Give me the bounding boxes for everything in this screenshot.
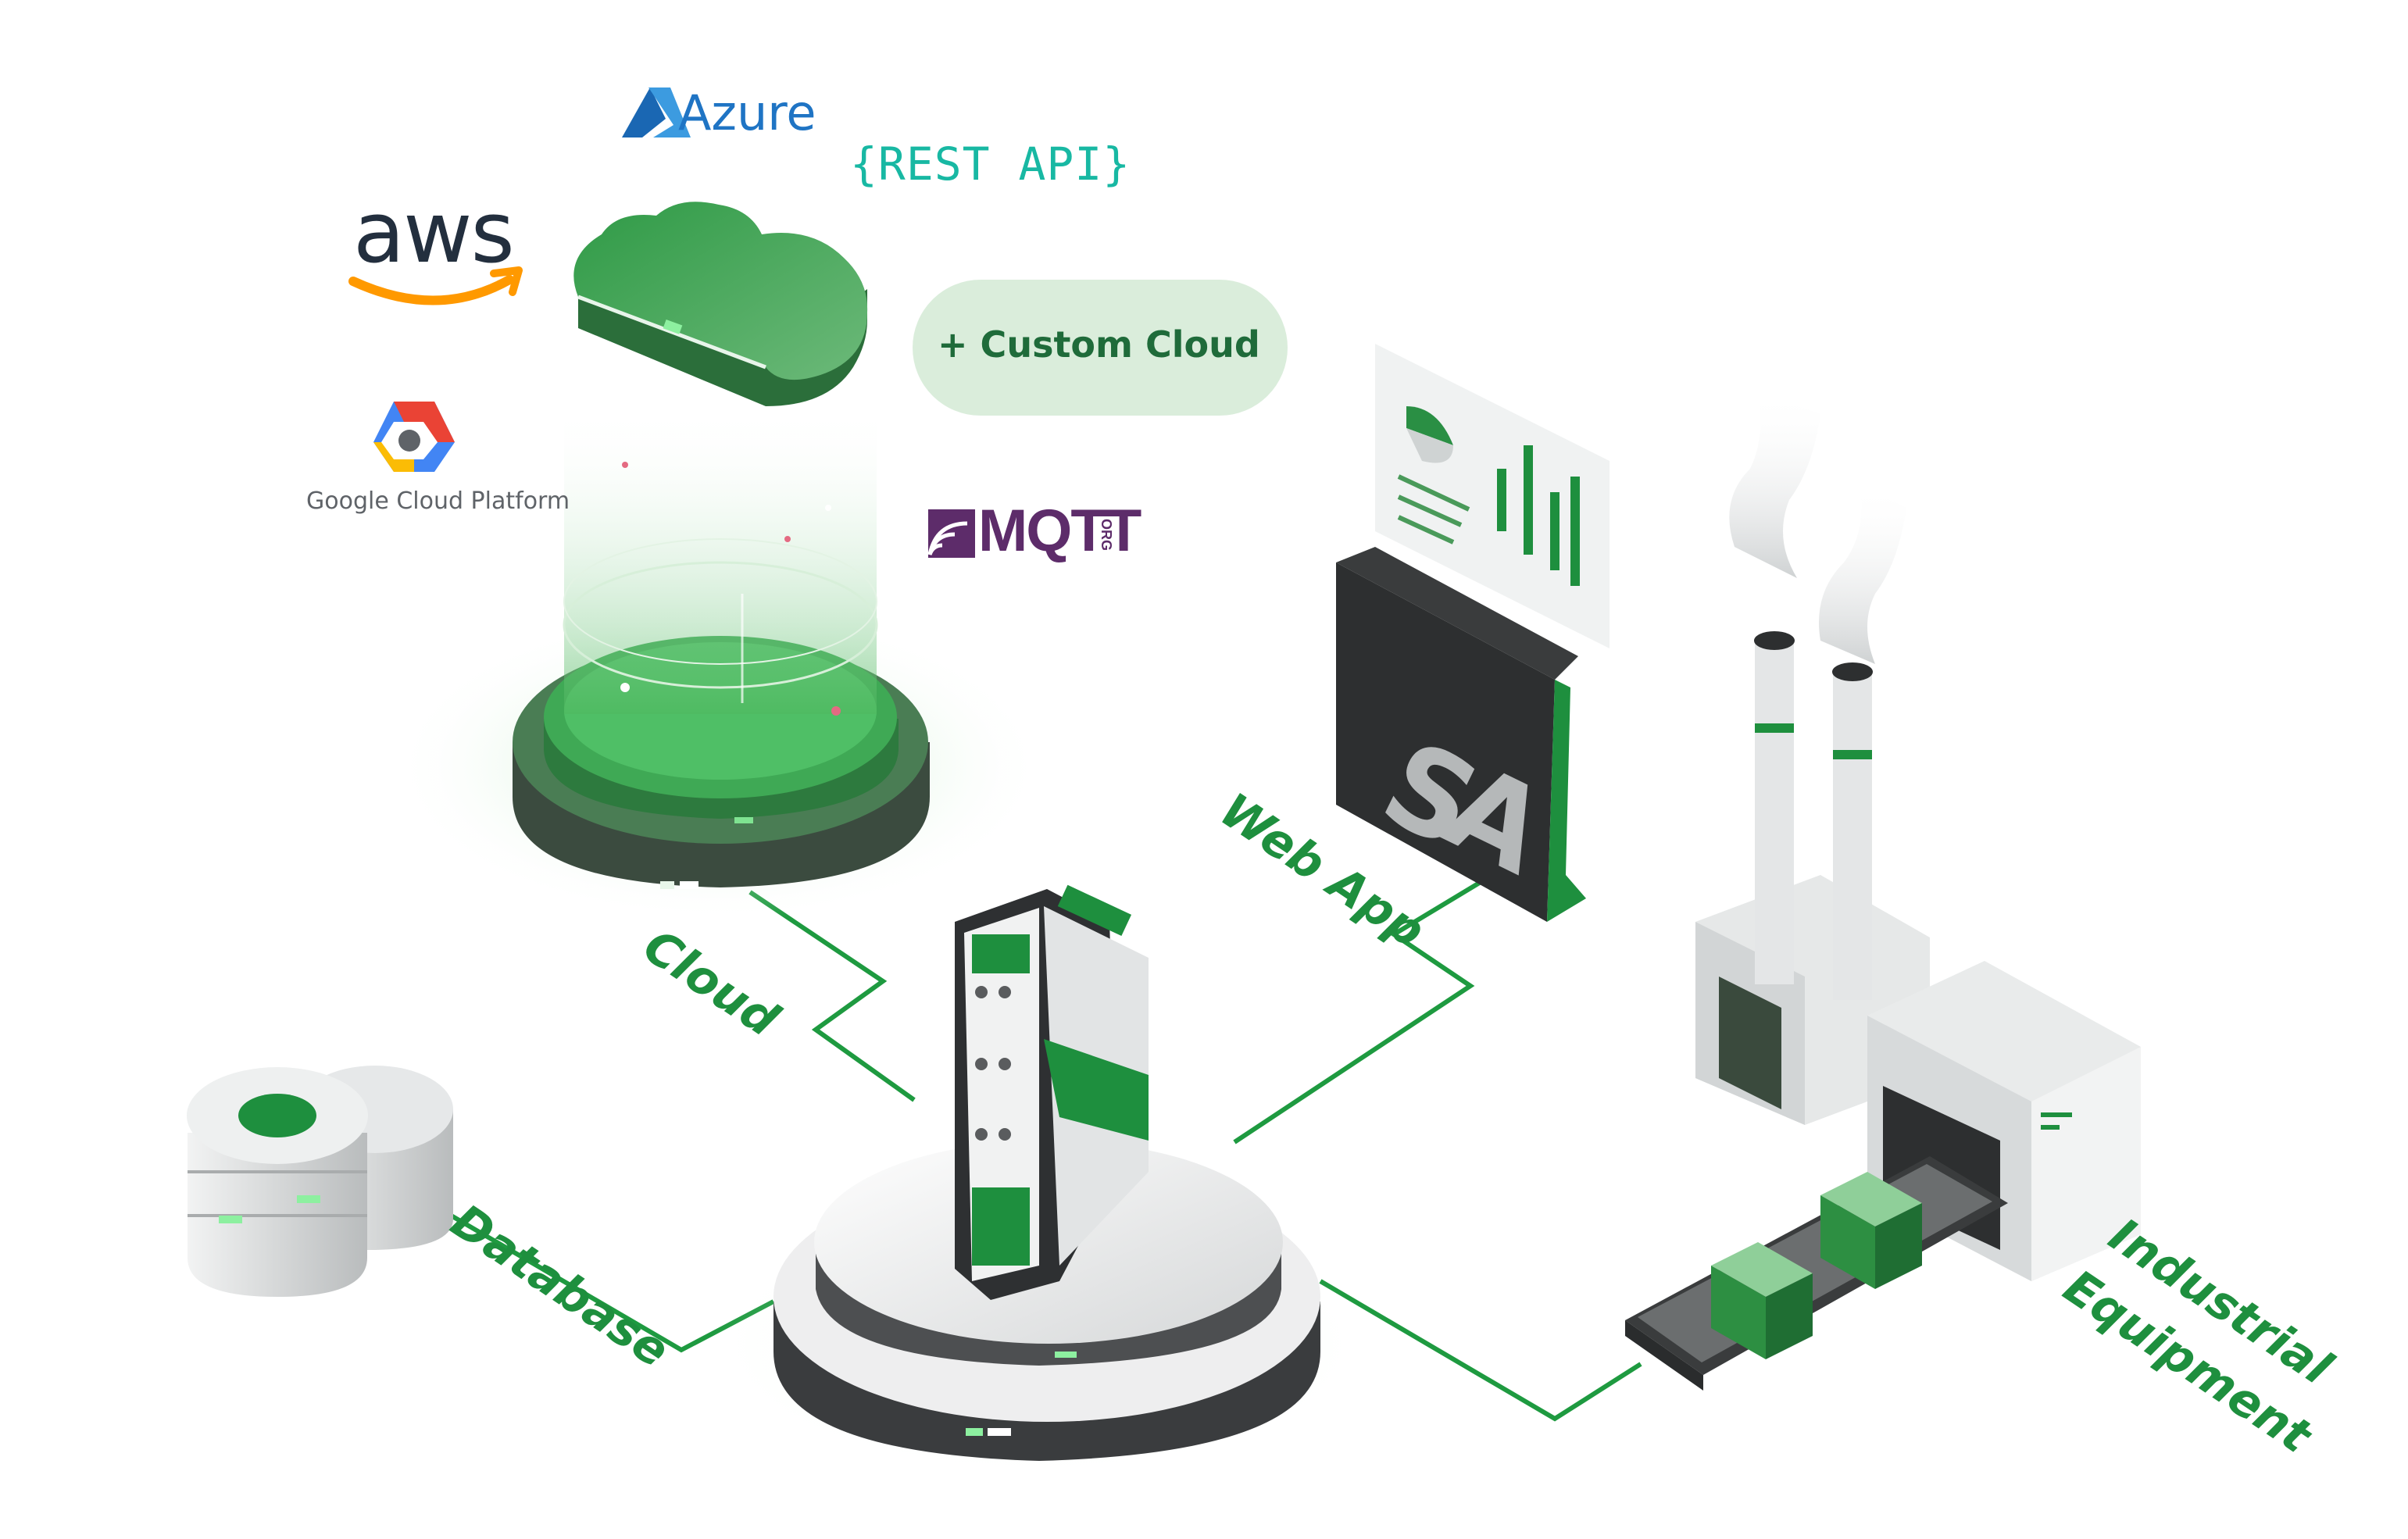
central-platform: [711, 1141, 1367, 1477]
conveyor-icon: [1625, 1156, 2008, 1391]
cloud-icon: [573, 202, 868, 406]
factory-icon: [1695, 391, 2141, 1281]
database-icon: [187, 1066, 453, 1297]
mqtt-org-text: ORG: [1099, 519, 1114, 552]
gcp-hexagon-icon: [373, 402, 455, 472]
azure-logo-text: Azure: [678, 84, 816, 141]
dashboard-icon: S A: [1336, 344, 1610, 922]
gcp-logo-text: Google Cloud Platform: [306, 487, 570, 515]
mqtt-waves-icon: [927, 509, 975, 558]
gateway-device: [955, 884, 1149, 1300]
aws-smile-icon: [348, 266, 523, 305]
azure-icon: [622, 87, 691, 137]
mqtt-logo-text: MQTT: [978, 498, 1141, 564]
custom-cloud-pill: [913, 280, 1288, 416]
rest-api-logo: {REST API}: [850, 137, 1131, 191]
aws-logo-text: aws: [353, 184, 515, 282]
cloud-platform: [391, 406, 1047, 922]
custom-cloud-label: + Custom Cloud: [938, 323, 1260, 366]
